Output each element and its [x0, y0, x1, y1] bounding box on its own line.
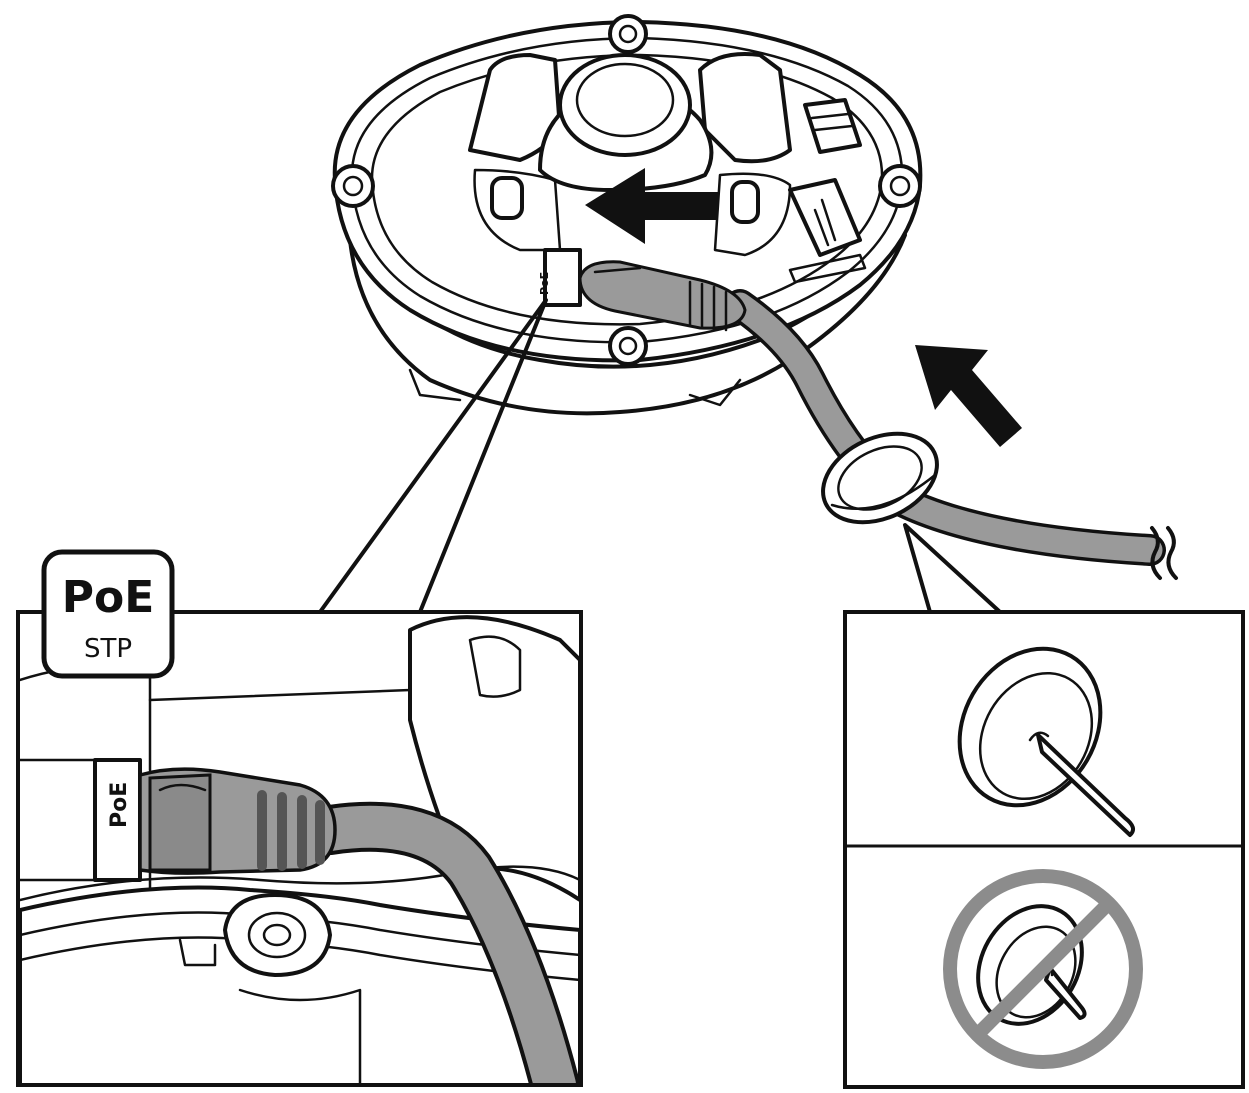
- grommet-incorrect: [943, 869, 1143, 1069]
- mount-hole-bottom: [608, 326, 648, 366]
- prohibited-icon: [943, 869, 1143, 1069]
- callout-port-label: PoE: [107, 782, 132, 828]
- mount-hole-top: [608, 14, 648, 54]
- lan-cable-top: [578, 260, 1178, 580]
- poe-stp-badge: PoE STP: [41, 549, 175, 679]
- grommet-correct: [957, 646, 1136, 837]
- arrow-up-left-icon: [915, 345, 1022, 447]
- callout-right: [843, 523, 1245, 1089]
- grommet: [821, 431, 939, 525]
- cable-break-icon: [1150, 526, 1162, 580]
- mount-hole-left: [331, 164, 375, 208]
- base-port-label: PoE: [538, 272, 551, 295]
- badge-primary-label: PoE: [62, 572, 155, 623]
- rj45-connector-callout: [138, 767, 337, 875]
- mount-hole-right: [878, 164, 922, 208]
- callout-mount-hole: [223, 893, 332, 977]
- badge-secondary-label: STP: [84, 634, 132, 664]
- rj45-connector-top: [578, 260, 747, 332]
- arrow-left-icon: [585, 168, 718, 244]
- callout-left: PoE PoE STP: [16, 298, 583, 1087]
